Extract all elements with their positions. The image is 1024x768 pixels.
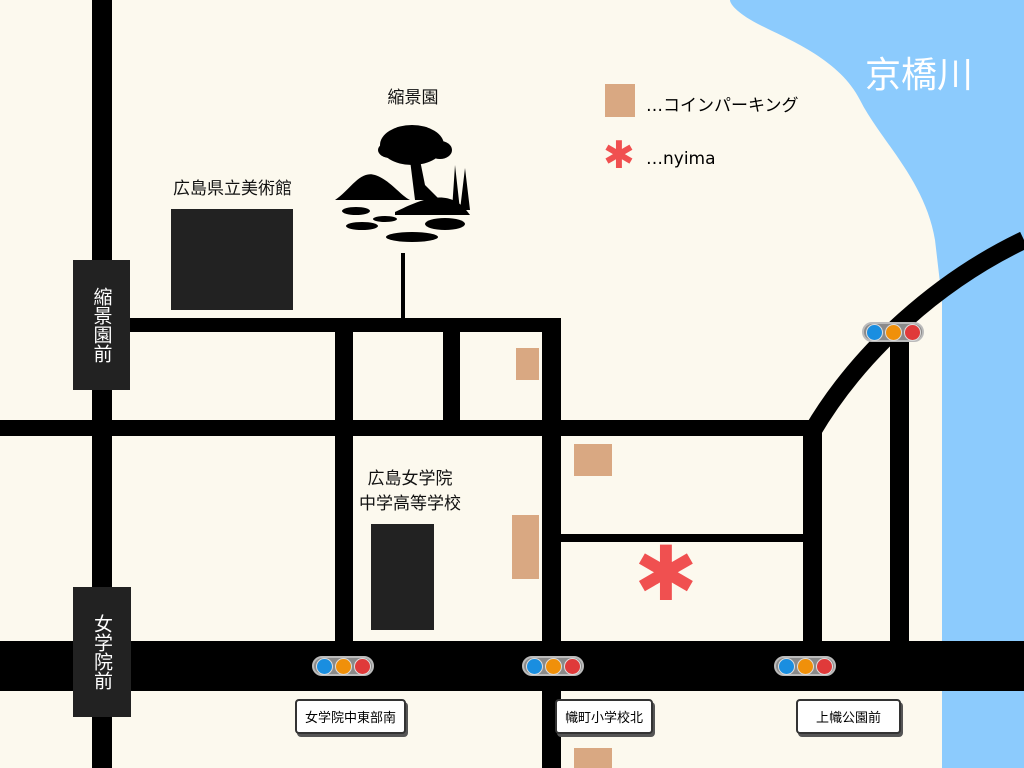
road: [890, 330, 909, 645]
curved-road: [804, 231, 1024, 437]
asterisk-icon[interactable]: ✱: [634, 529, 698, 618]
signal-label-noboricho-shogakko-kita: 幟町小学校北: [555, 699, 654, 734]
traffic-light-icon: [862, 322, 924, 342]
river-label: 京橋川: [865, 55, 974, 96]
road: [561, 534, 805, 542]
legend-parking-swatch: [605, 84, 635, 117]
legend-destination-label: …nyima: [646, 149, 716, 169]
traffic-light-icon: [522, 656, 584, 676]
legend-parking-label: …コインパーキング: [646, 96, 799, 116]
signal-label-kaminobori-koen-mae: 上幟公園前: [796, 699, 902, 734]
road: [803, 420, 822, 645]
station-jogakuin-mae[interactable]: 女学院前: [73, 587, 131, 717]
school-label-line1: 広島女学院: [367, 469, 453, 489]
traffic-light-icon: [774, 656, 836, 676]
main-road: [0, 641, 1024, 691]
garden-tree-icon: [335, 125, 470, 242]
road: [443, 318, 460, 430]
school-building: [371, 524, 434, 630]
parking-lot: [516, 348, 539, 380]
school-label: 広島女学院中学高等学校: [340, 467, 480, 517]
parking-lot: [574, 748, 612, 768]
museum-building: [171, 209, 293, 310]
river: [730, 0, 1024, 768]
school-label-line2: 中学高等学校: [359, 494, 461, 514]
parking-lot: [574, 444, 612, 476]
road: [0, 420, 822, 436]
parking-lot: [512, 515, 539, 579]
road: [335, 318, 353, 645]
station-shukkeien-mae[interactable]: 縮景園前: [73, 260, 130, 390]
museum-label: 広島県立美術館: [173, 179, 292, 199]
asterisk-icon: ✱: [603, 133, 635, 177]
garden-label: 縮景園: [387, 88, 439, 108]
signal-label-jogakuin-chutobu-minami: 女学院中東部南: [295, 699, 407, 734]
traffic-light-icon: [312, 656, 374, 676]
